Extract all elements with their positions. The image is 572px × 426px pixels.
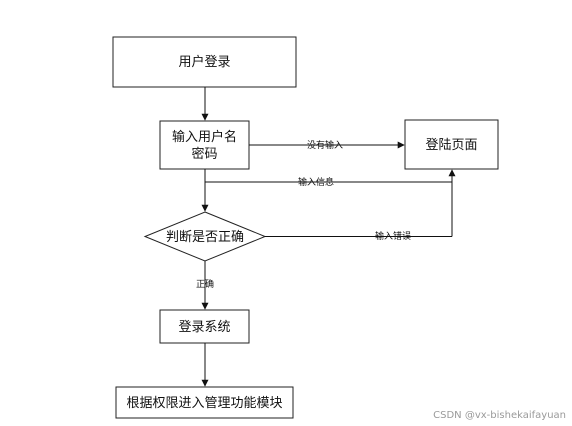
- node-login-system-label: 登录系统: [178, 320, 230, 335]
- edge-input-info-label: 输入信息: [298, 176, 334, 188]
- node-manage-module-label: 根据权限进入管理功能模块: [126, 395, 282, 411]
- node-judge-label: 判断是否正确: [166, 230, 244, 245]
- node-login-page: 登陆页面: [404, 119, 499, 170]
- node-user-login-label: 用户登录: [178, 54, 230, 70]
- node-login-page-label: 登陆页面: [425, 137, 477, 153]
- node-manage-module: 根据权限进入管理功能模块: [115, 386, 294, 419]
- edge-no-input-label: 没有输入: [307, 139, 343, 151]
- node-input-credentials: 输入用户名 密码: [159, 120, 250, 170]
- node-judge-decision: 判断是否正确: [143, 211, 267, 262]
- edge-input-error-label: 输入错误: [375, 230, 411, 242]
- node-login-system: 登录系统: [159, 309, 250, 344]
- edge-correct-label: 正确: [196, 278, 214, 290]
- watermark: CSDN @vx-bishekaifayuan: [433, 410, 566, 421]
- node-user-login: 用户登录: [112, 36, 297, 88]
- node-input-line2: 密码: [191, 146, 217, 162]
- node-input-line1: 输入用户名: [172, 129, 237, 145]
